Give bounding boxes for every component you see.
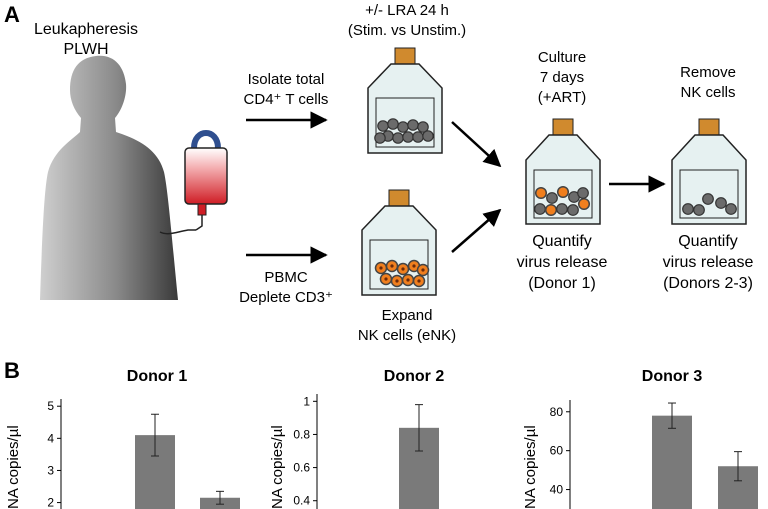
remove-label: Remove bbox=[680, 64, 736, 81]
chart-donor-2: Donor 2 NA copies/µl 1 0.8 0.6 0.4 bbox=[269, 368, 444, 509]
cd4-cell-cluster bbox=[374, 118, 434, 144]
panel-b-label: B bbox=[4, 358, 20, 383]
y-tick-label: 0.4 bbox=[293, 494, 310, 508]
y-tick-label: 60 bbox=[550, 444, 564, 458]
quantify2-label: Quantify bbox=[678, 233, 738, 250]
mixed-cell-cluster bbox=[534, 185, 591, 217]
nk-cell-cluster bbox=[374, 259, 430, 288]
deplete-label: Deplete CD3⁺ bbox=[239, 289, 333, 306]
culture-label: Culture bbox=[538, 49, 586, 66]
flask-coculture bbox=[525, 118, 601, 225]
arrow-nk-to-coculture bbox=[451, 208, 502, 253]
panel-b-charts: Donor 1 NA copies/µl 5 4 3 2 Donor 2 NA copies/… bbox=[5, 368, 758, 509]
quantify1-virus-label: virus release bbox=[517, 254, 608, 271]
flask-nk bbox=[361, 189, 437, 296]
y-tick-label: 5 bbox=[47, 399, 54, 413]
isolate-label: Isolate total bbox=[248, 71, 325, 88]
quantify1-donor-label: (Donor 1) bbox=[528, 275, 596, 292]
y-axis-label: NA copies/µl bbox=[522, 425, 539, 509]
lra-label: +/- LRA 24 h bbox=[365, 2, 449, 19]
culture-art-label: (+ART) bbox=[538, 89, 586, 106]
bar bbox=[652, 415, 692, 509]
panel-a-label: A bbox=[4, 2, 20, 27]
y-tick-label: 1 bbox=[303, 394, 310, 408]
chart-title: Donor 1 bbox=[127, 368, 188, 385]
arrow-cd4-to-coculture bbox=[451, 121, 502, 168]
remaining-cd4-cells bbox=[682, 193, 737, 216]
nk-cells-label: NK cells bbox=[680, 84, 735, 101]
donor-silhouette bbox=[40, 55, 203, 300]
y-tick-label: 80 bbox=[550, 405, 564, 419]
leukapheresis-label: Leukapheresis bbox=[34, 21, 138, 38]
chart-donor-1: Donor 1 NA copies/µl 5 4 3 2 bbox=[5, 368, 240, 509]
enk-label: NK cells (eNK) bbox=[358, 327, 456, 344]
y-tick-label: 0.8 bbox=[293, 427, 310, 441]
flask-cd4 bbox=[367, 47, 443, 154]
y-tick-label: 3 bbox=[47, 463, 54, 477]
y-tick-label: 2 bbox=[47, 496, 54, 509]
pbmc-label: PBMC bbox=[264, 269, 308, 286]
blood-bag-icon bbox=[184, 130, 228, 216]
y-tick-label: 4 bbox=[47, 431, 54, 445]
culture-days-label: 7 days bbox=[540, 69, 584, 86]
stim-label: (Stim. vs Unstim.) bbox=[348, 22, 466, 39]
chart-donor-3: Donor 3 NA copies/µl 80 60 40 bbox=[522, 368, 758, 509]
chart-title: Donor 3 bbox=[642, 368, 703, 385]
quantify2-donor-label: (Donors 2-3) bbox=[663, 275, 753, 292]
quantify2-virus-label: virus release bbox=[663, 254, 754, 271]
y-axis-label: NA copies/µl bbox=[269, 425, 286, 509]
y-axis-label: NA copies/µl bbox=[5, 425, 22, 509]
plwh-label: PLWH bbox=[63, 41, 108, 58]
quantify1-label: Quantify bbox=[532, 233, 592, 250]
cd4-label: CD4⁺ T cells bbox=[244, 91, 329, 108]
chart-title: Donor 2 bbox=[384, 368, 445, 385]
flask-nk-removed bbox=[671, 118, 747, 225]
y-tick-label: 40 bbox=[550, 483, 564, 497]
expand-label: Expand bbox=[382, 307, 433, 324]
y-tick-label: 0.6 bbox=[293, 461, 310, 475]
